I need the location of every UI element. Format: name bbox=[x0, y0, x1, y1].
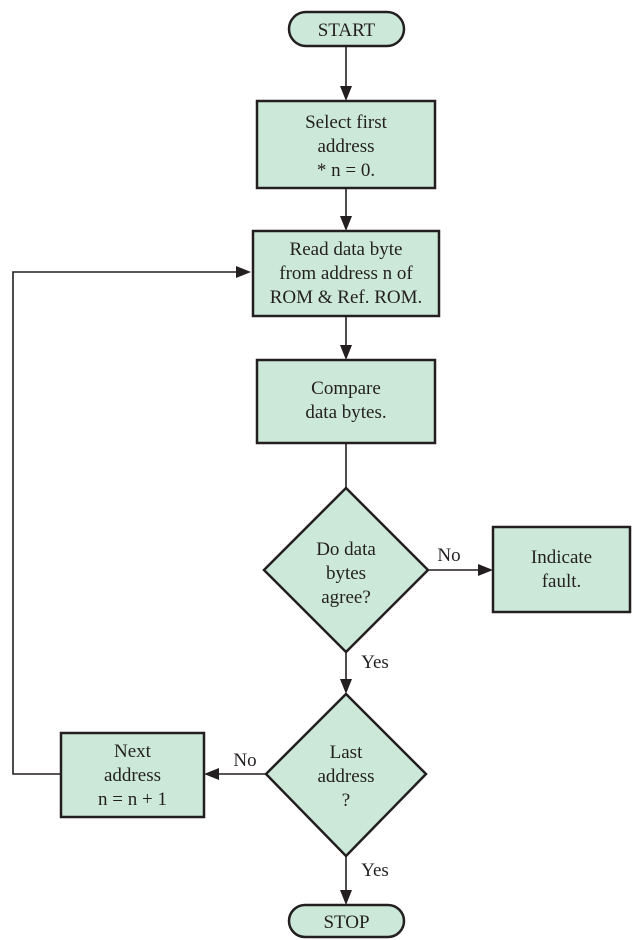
last-address-line-3: ? bbox=[342, 790, 350, 811]
arrowhead-compare bbox=[340, 345, 352, 360]
indicate-fault-line-2: fault. bbox=[542, 571, 582, 592]
indicate-fault-shape bbox=[491, 525, 632, 614]
last-address-line-2: address bbox=[318, 766, 375, 787]
start-terminal: START bbox=[287, 10, 406, 48]
arrowhead-select bbox=[340, 86, 352, 101]
next-address-line-1: Next bbox=[114, 741, 152, 762]
select-first-address-shape bbox=[255, 99, 437, 190]
stop-shape bbox=[287, 903, 406, 939]
read-data-byte-shape bbox=[251, 229, 441, 318]
arrowhead-last bbox=[340, 679, 352, 694]
select-first-address-line-3: * n = 0. bbox=[317, 160, 375, 181]
last-no-label: No bbox=[233, 750, 256, 771]
indicate-fault-box: Indicate fault. bbox=[491, 525, 632, 614]
connector-loop-back bbox=[12, 271, 243, 775]
last-address-decision: Last address ? bbox=[264, 692, 428, 858]
select-first-address-line-2: address bbox=[318, 136, 375, 157]
agree-decision-shape bbox=[262, 486, 430, 654]
last-address-line-1: Last bbox=[330, 742, 363, 763]
stop-label: STOP bbox=[323, 912, 369, 933]
agree-yes-label: Yes bbox=[361, 652, 389, 673]
read-data-byte-line-2: from address n of bbox=[279, 263, 413, 284]
compare-line-2: data bytes. bbox=[305, 402, 386, 423]
compare-line-1: Compare bbox=[311, 378, 381, 399]
arrowhead-stop bbox=[340, 890, 352, 905]
connectors bbox=[12, 46, 493, 905]
last-address-decision-shape bbox=[264, 692, 428, 858]
indicate-fault-line-1: Indicate bbox=[531, 547, 592, 568]
next-address-line-3: n = n + 1 bbox=[98, 789, 167, 810]
next-address-box: Next address n = n + 1 bbox=[59, 731, 206, 819]
select-first-address-line-1: Select first bbox=[305, 112, 388, 133]
stop-terminal: STOP bbox=[287, 903, 406, 939]
arrowhead-fault bbox=[478, 564, 493, 576]
agree-decision-line-3: agree? bbox=[321, 587, 371, 608]
start-label: START bbox=[318, 20, 376, 41]
next-address-shape bbox=[59, 731, 206, 819]
read-data-byte-line-3: ROM & Ref. ROM. bbox=[270, 287, 423, 308]
read-data-byte-line-1: Read data byte bbox=[290, 239, 403, 260]
compare-shape bbox=[255, 358, 437, 445]
arrowhead-read bbox=[340, 216, 352, 231]
agree-no-label: No bbox=[437, 545, 460, 566]
start-shape bbox=[287, 10, 406, 48]
agree-decision-line-1: Do data bbox=[316, 539, 376, 560]
agree-decision-line-2: bytes bbox=[326, 563, 366, 584]
arrowhead-next bbox=[204, 768, 219, 780]
next-address-line-2: address bbox=[104, 765, 161, 786]
compare-box: Compare data bytes. bbox=[255, 358, 437, 445]
read-data-byte-box: Read data byte from address n of ROM & R… bbox=[251, 229, 441, 318]
agree-decision: Do data bytes agree? bbox=[262, 486, 430, 654]
arrowhead-loop bbox=[236, 266, 251, 278]
select-first-address-box: Select first address * n = 0. bbox=[255, 99, 437, 190]
last-yes-label: Yes bbox=[361, 860, 389, 881]
